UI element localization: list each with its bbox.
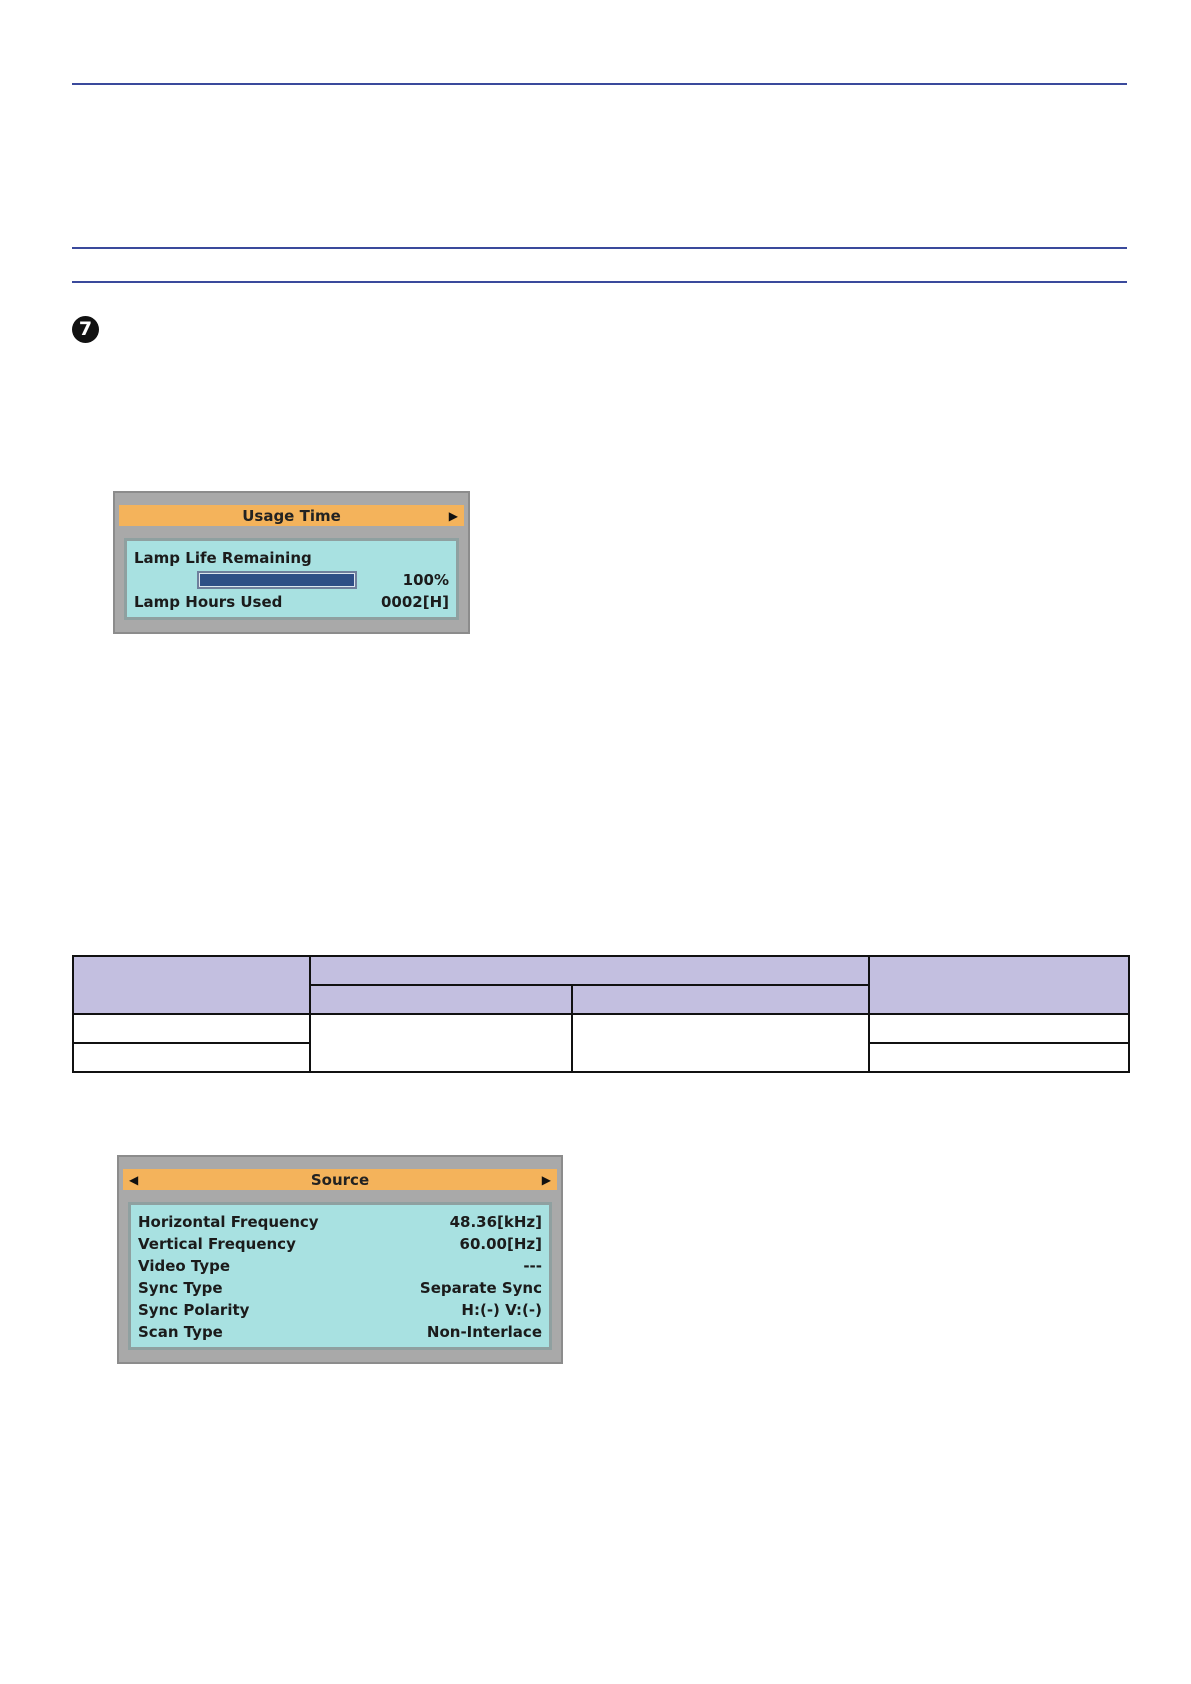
source-row: Horizontal Frequency 48.36[kHz] bbox=[138, 1211, 542, 1233]
lamp-hours-row: Lamp Hours Used 0002[H] bbox=[134, 591, 449, 613]
arrow-right-icon[interactable]: ▶ bbox=[448, 508, 458, 523]
source-panel: ◀ Source ▶ Horizontal Frequency 48.36[kH… bbox=[117, 1155, 563, 1364]
usage-time-title: Usage Time bbox=[242, 506, 341, 525]
source-title: Source bbox=[310, 1170, 370, 1189]
step-number-badge: 7 bbox=[72, 316, 99, 343]
table-cell bbox=[571, 1013, 870, 1073]
lamp-life-percent: 100% bbox=[402, 571, 449, 589]
table-cell bbox=[309, 1013, 573, 1073]
section-rule-bottom bbox=[72, 281, 1127, 283]
usage-time-body: Lamp Life Remaining 100% Lamp Hours Used… bbox=[124, 538, 459, 620]
table-subheader-cell bbox=[571, 984, 870, 1015]
usage-time-panel: Usage Time ▶ Lamp Life Remaining 100% La… bbox=[113, 491, 470, 634]
source-row-label: Scan Type bbox=[138, 1323, 223, 1341]
source-row: Sync Type Separate Sync bbox=[138, 1277, 542, 1299]
lamp-life-progress-bar bbox=[197, 571, 357, 589]
header-rule bbox=[72, 83, 1127, 85]
arrow-left-icon[interactable]: ◀ bbox=[129, 1172, 139, 1187]
source-title-bar[interactable]: ◀ Source ▶ bbox=[123, 1169, 557, 1190]
lamp-hours-value: 0002[H] bbox=[380, 593, 449, 611]
source-row-value: H:(-) V:(-) bbox=[461, 1301, 542, 1319]
table-cell bbox=[868, 1013, 1130, 1044]
lamp-life-bar-row: 100% bbox=[134, 569, 449, 591]
table-cell bbox=[868, 1042, 1130, 1073]
source-body: Horizontal Frequency 48.36[kHz] Vertical… bbox=[128, 1202, 552, 1350]
section-rule-top bbox=[72, 247, 1127, 249]
source-row-label: Video Type bbox=[138, 1257, 231, 1275]
source-row-value: 60.00[Hz] bbox=[459, 1235, 542, 1253]
arrow-right-icon[interactable]: ▶ bbox=[541, 1172, 551, 1187]
lamp-life-label: Lamp Life Remaining bbox=[134, 549, 312, 567]
table-header-cell bbox=[868, 955, 1130, 1015]
table-subheader-cell bbox=[309, 984, 573, 1015]
source-row: Video Type --- bbox=[138, 1255, 542, 1277]
lamp-life-progress-fill bbox=[200, 574, 354, 586]
lamp-hours-label: Lamp Hours Used bbox=[134, 593, 283, 611]
table-header-cell bbox=[72, 955, 311, 1015]
table-cell bbox=[72, 1013, 311, 1044]
source-row: Vertical Frequency 60.00[Hz] bbox=[138, 1233, 542, 1255]
source-row-value: 48.36[kHz] bbox=[449, 1213, 542, 1231]
source-row-value: Separate Sync bbox=[419, 1279, 542, 1297]
source-row-label: Sync Type bbox=[138, 1279, 223, 1297]
table-cell bbox=[72, 1042, 311, 1073]
source-row-value: --- bbox=[523, 1257, 542, 1275]
lamp-life-row: Lamp Life Remaining bbox=[134, 547, 449, 569]
usage-time-title-bar[interactable]: Usage Time ▶ bbox=[119, 505, 464, 526]
source-row-label: Horizontal Frequency bbox=[138, 1213, 319, 1231]
source-row-label: Sync Polarity bbox=[138, 1301, 250, 1319]
source-row-value: Non-Interlace bbox=[426, 1323, 542, 1341]
source-row: Scan Type Non-Interlace bbox=[138, 1321, 542, 1343]
info-table bbox=[72, 955, 1130, 1073]
source-row-label: Vertical Frequency bbox=[138, 1235, 296, 1253]
source-row: Sync Polarity H:(-) V:(-) bbox=[138, 1299, 542, 1321]
table-header-cell bbox=[309, 955, 870, 986]
